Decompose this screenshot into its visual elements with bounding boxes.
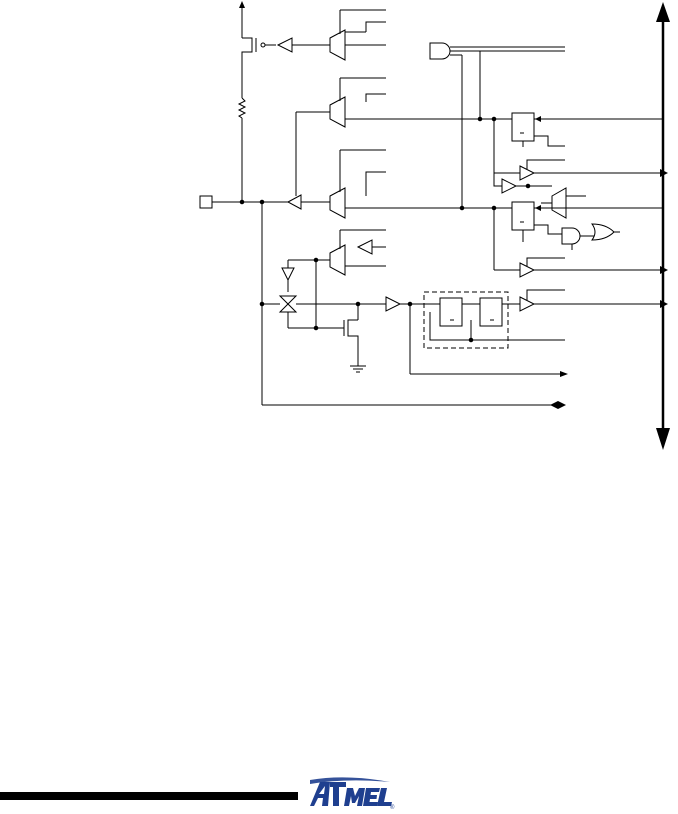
register-ff-1 xyxy=(511,112,663,147)
synchronizer xyxy=(423,291,565,349)
feedback-buffer xyxy=(493,173,552,270)
read-buffer-1 xyxy=(493,119,668,181)
mux-4 xyxy=(541,187,586,219)
io-pin-pad xyxy=(199,195,288,209)
or-gate xyxy=(591,223,620,241)
nmos-pulldown xyxy=(316,304,366,373)
and-gate-2 xyxy=(561,227,594,250)
mux-1 xyxy=(329,9,386,61)
atmel-logo: ® xyxy=(310,777,395,810)
analog-line xyxy=(262,401,566,409)
pull-up-section xyxy=(237,1,276,202)
mux-5 xyxy=(288,229,386,276)
atmel-logo-wordmark xyxy=(310,777,392,806)
mux-3 xyxy=(329,149,512,219)
registered-mark: ® xyxy=(390,804,395,810)
read-buffer-2 xyxy=(494,257,668,278)
read-buffer-3 xyxy=(519,289,668,312)
transmission-gate xyxy=(259,202,386,405)
pin-input-buffer xyxy=(286,194,330,210)
pullup-inverter xyxy=(276,37,330,53)
footer-rule xyxy=(0,792,298,800)
schmitt-buffer xyxy=(385,296,568,377)
register-ff-2 xyxy=(511,201,663,242)
internal-data-bus xyxy=(656,2,670,450)
and-gate-top xyxy=(429,42,565,211)
